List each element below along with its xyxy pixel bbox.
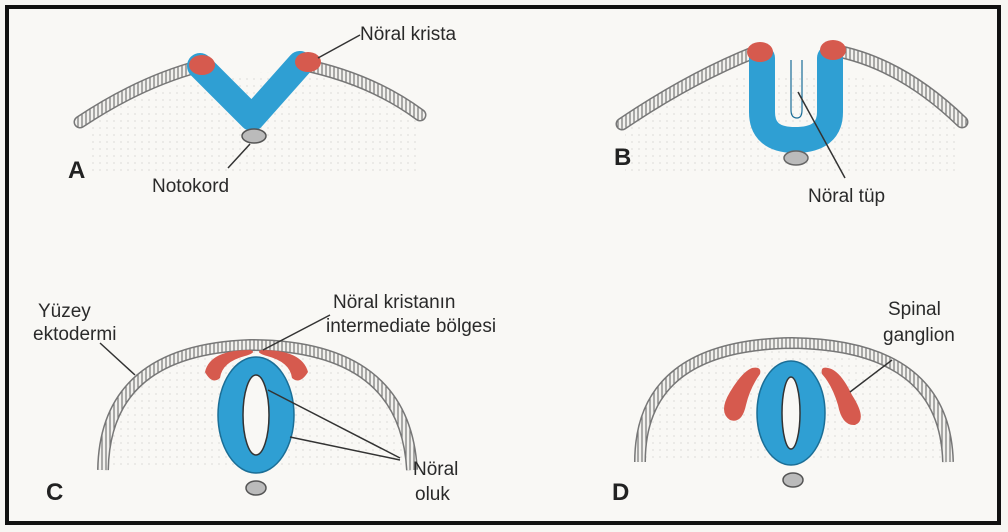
label-surface-ectoderm-1: Yüzey bbox=[38, 301, 91, 322]
neural-crest-right-b bbox=[820, 40, 846, 60]
label-neural-groove-2: oluk bbox=[415, 484, 450, 505]
panel-b: Nöral tüp B bbox=[614, 40, 962, 207]
notochord-a bbox=[242, 129, 266, 143]
panel-c: Yüzey ektodermi Nöral kristanın intermed… bbox=[33, 292, 496, 506]
label-neural-crest: Nöral krista bbox=[360, 24, 457, 45]
label-neural-tube: Nöral tüp bbox=[808, 186, 885, 207]
panel-letter-b: B bbox=[614, 144, 631, 171]
neural-crest-left-a bbox=[189, 55, 215, 75]
label-surface-ectoderm-2: ektodermi bbox=[33, 324, 116, 345]
neural-canal-c bbox=[243, 375, 269, 455]
panel-a: Nöral krista Notokord A bbox=[68, 24, 457, 197]
label-crest-intermediate-2: intermediate bölgesi bbox=[326, 316, 496, 337]
neural-crest-right-a bbox=[295, 52, 321, 72]
label-neural-groove-1: Nöral bbox=[413, 459, 458, 480]
neural-canal-d bbox=[782, 377, 800, 449]
panel-letter-d: D bbox=[612, 479, 629, 506]
panel-d: Spinal ganglion D bbox=[612, 299, 955, 506]
label-spinal-ganglion-2: ganglion bbox=[883, 325, 955, 346]
leader-ectoderm-c bbox=[100, 343, 135, 375]
label-notochord: Notokord bbox=[152, 176, 229, 197]
notochord-d bbox=[783, 473, 803, 487]
notochord-c bbox=[246, 481, 266, 495]
panel-letter-a: A bbox=[68, 157, 85, 184]
panel-letter-c: C bbox=[46, 479, 63, 506]
neural-crest-left-b bbox=[747, 42, 773, 62]
notochord-b bbox=[784, 151, 808, 165]
label-spinal-ganglion-1: Spinal bbox=[888, 299, 941, 320]
label-crest-intermediate-1: Nöral kristanın bbox=[333, 292, 456, 313]
leader-crest-a bbox=[318, 35, 360, 58]
